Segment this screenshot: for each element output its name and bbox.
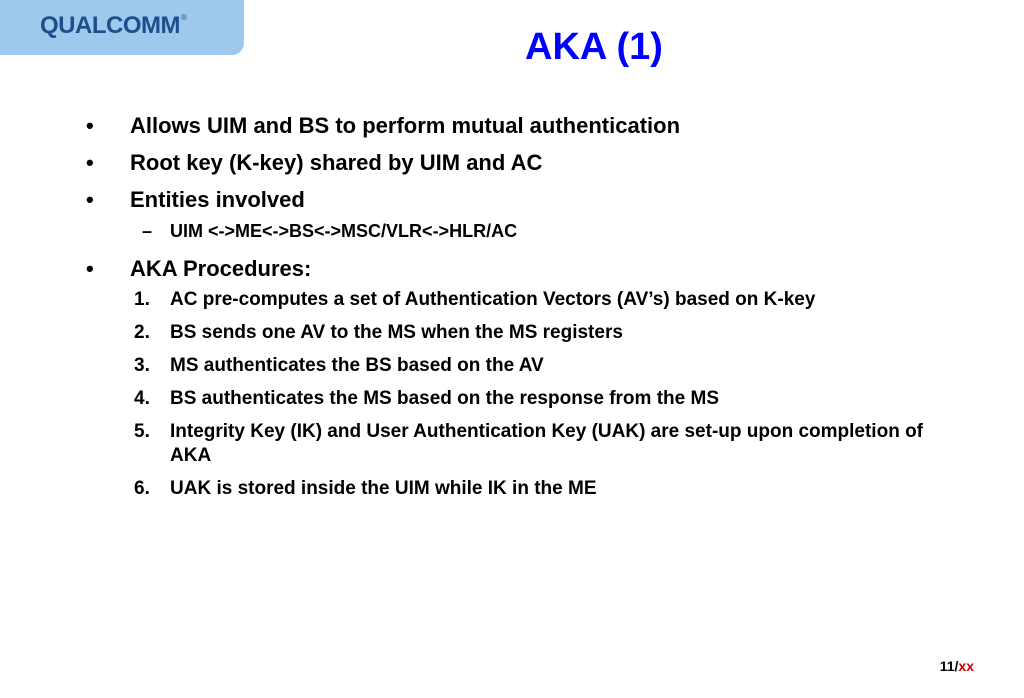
page-number: 11/xx (940, 658, 974, 674)
procedure-text: BS sends one AV to the MS when the MS re… (170, 322, 623, 343)
slide-title: AKA (1) (525, 26, 663, 68)
logo-tab: QUALCOMM ® (0, 0, 244, 55)
procedure-text: BS authenticates the MS based on the res… (170, 388, 719, 409)
procedure-item: 1. AC pre-computes a set of Authenticati… (86, 288, 966, 312)
procedure-item: 5. Integrity Key (IK) and User Authentic… (86, 420, 966, 468)
procedure-number: 6. (134, 478, 150, 499)
bullet-item: • Entities involved (86, 186, 966, 213)
page-separator: / (954, 658, 959, 674)
bullet-list: • Allows UIM and BS to perform mutual au… (86, 112, 966, 510)
procedure-text: UAK is stored inside the UIM while IK in… (170, 478, 597, 499)
procedure-number: 1. (134, 289, 150, 310)
procedure-number: 2. (134, 322, 150, 343)
dash-icon: – (142, 221, 153, 241)
procedure-number: 3. (134, 355, 150, 376)
bullet-icon: • (86, 113, 94, 138)
sub-bullet-item: – UIM <->ME<->BS<->MSC/VLR<->HLR/AC (86, 219, 966, 243)
bullet-item: • Root key (K-key) shared by UIM and AC (86, 149, 966, 176)
procedure-item: 2. BS sends one AV to the MS when the MS… (86, 321, 966, 345)
bullet-text: Allows UIM and BS to perform mutual auth… (130, 113, 681, 138)
procedure-item: 4. BS authenticates the MS based on the … (86, 387, 966, 411)
procedure-item: 3. MS authenticates the BS based on the … (86, 354, 966, 378)
procedure-text: Integrity Key (IK) and User Authenticati… (170, 421, 924, 466)
page-current: 11 (939, 658, 955, 674)
sub-bullet-text: UIM <->ME<->BS<->MSC/VLR<->HLR/AC (170, 221, 518, 241)
bullet-text: Root key (K-key) shared by UIM and AC (130, 150, 543, 175)
bullet-item: • Allows UIM and BS to perform mutual au… (86, 112, 966, 139)
bullet-icon: • (86, 150, 94, 175)
procedure-number: 4. (134, 388, 150, 409)
procedure-text: AC pre-computes a set of Authentication … (170, 289, 816, 310)
qualcomm-logo: QUALCOMM (40, 12, 180, 39)
procedure-item: 6. UAK is stored inside the UIM while IK… (86, 477, 966, 501)
procedures-heading: AKA Procedures: (130, 256, 312, 281)
bullet-icon: • (86, 256, 94, 281)
registered-mark: ® (181, 13, 187, 22)
bullet-text: Entities involved (130, 187, 305, 212)
procedure-number: 5. (134, 421, 150, 442)
procedure-text: MS authenticates the BS based on the AV (170, 355, 544, 376)
page-total: xx (958, 658, 974, 674)
bullet-icon: • (86, 187, 94, 212)
bullet-item: • AKA Procedures: (86, 255, 966, 282)
